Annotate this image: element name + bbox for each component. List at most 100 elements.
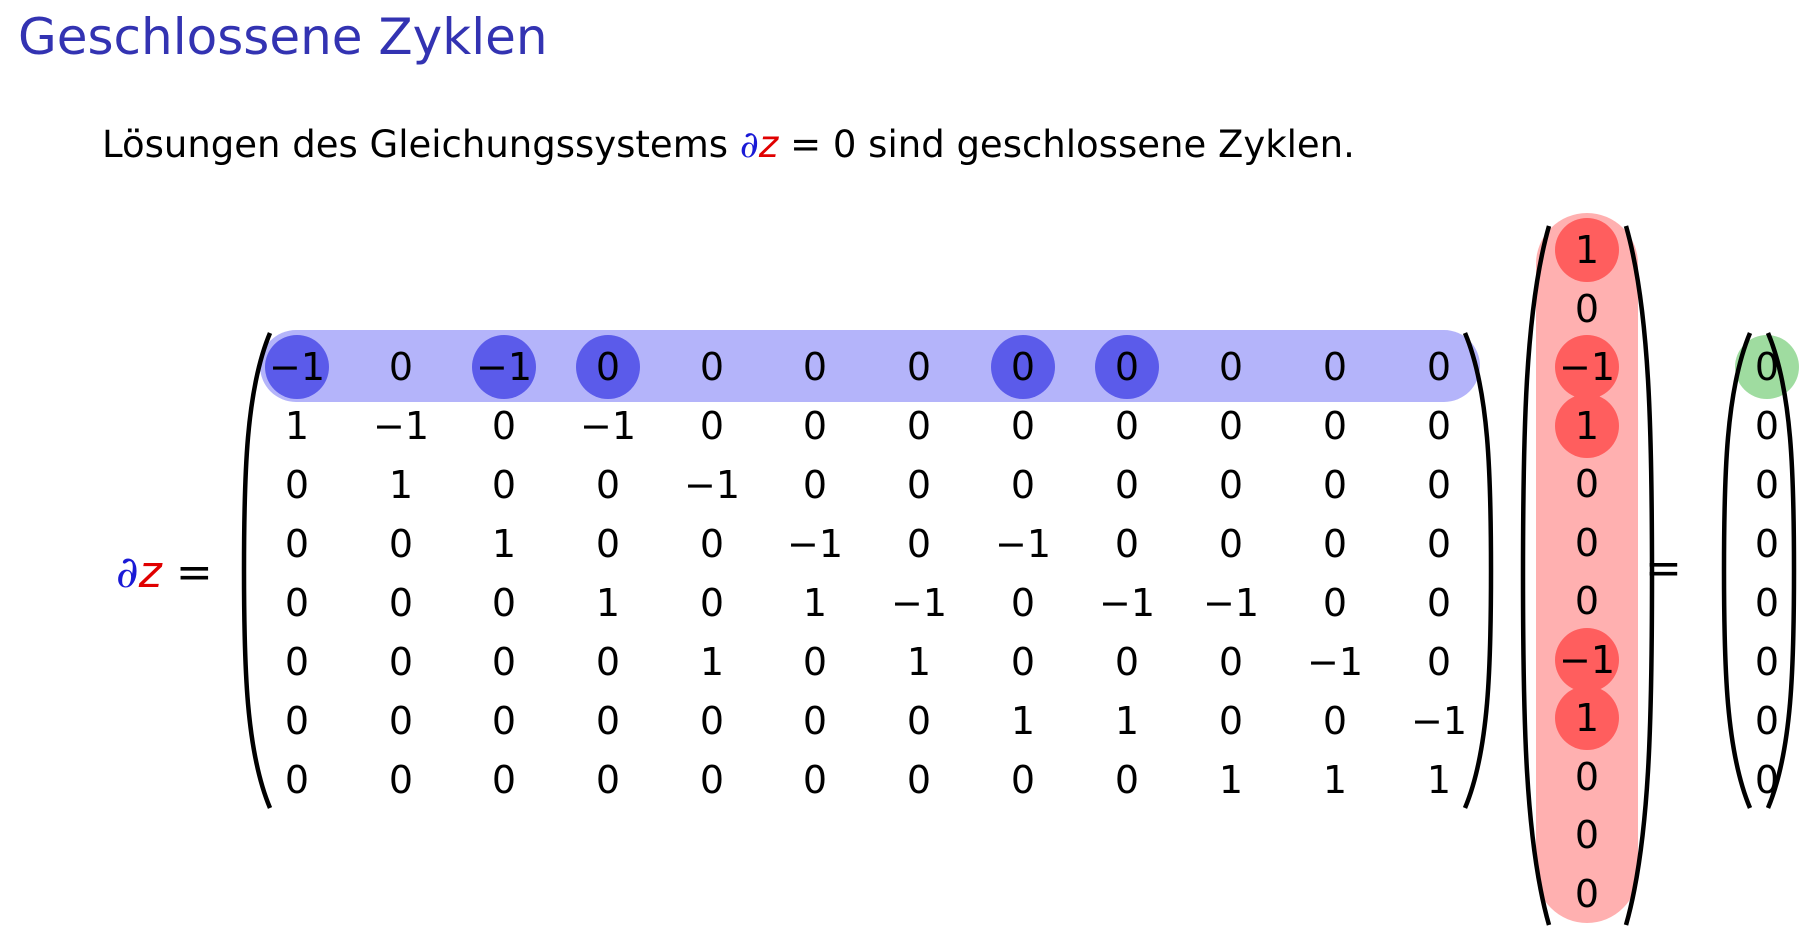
matrix-cell: 0 <box>1114 522 1140 566</box>
matrix-cell: 0 <box>1114 640 1140 684</box>
matrix-cell: 0 <box>699 522 725 566</box>
vector-right-paren <box>1623 225 1655 926</box>
matrix-cell: 0 <box>1010 640 1036 684</box>
matrix-cell: −1 <box>1410 699 1468 743</box>
matrix-cell: 0 <box>906 404 932 448</box>
matrix-cell: −1 <box>475 345 533 389</box>
matrix-cell: −1 <box>994 522 1052 566</box>
matrix-cell: 0 <box>1322 404 1348 448</box>
matrix-cell: 0 <box>1426 345 1452 389</box>
matrix-cell: 0 <box>1010 463 1036 507</box>
matrix-cell: 0 <box>284 758 310 802</box>
vector-entry-circle <box>1555 393 1619 458</box>
vector-entry: −1 <box>1558 345 1616 389</box>
matrix-cell: −1 <box>890 581 948 625</box>
vector-entry-circle <box>1555 686 1619 750</box>
matrix-cell-circle <box>265 335 329 399</box>
lhs-partial-symbol: ∂ <box>116 547 139 598</box>
matrix-cell: 0 <box>802 699 828 743</box>
matrix-cell: −1 <box>1098 581 1156 625</box>
result-entry: 0 <box>1754 699 1780 743</box>
vector-entry: 0 <box>1574 520 1600 565</box>
vector-entry: 0 <box>1574 579 1600 623</box>
matrix-cell: 1 <box>802 581 828 625</box>
matrix-cell: 0 <box>1010 758 1036 802</box>
matrix-cell: 0 <box>802 463 828 507</box>
matrix-right-paren <box>1462 332 1494 809</box>
result-left-paren <box>1721 332 1753 809</box>
vector-left-paren <box>1520 225 1552 926</box>
intro-equals-zero: = 0 <box>778 123 857 166</box>
matrix-cell: 0 <box>1322 522 1348 566</box>
matrix-cell: −1 <box>268 345 326 389</box>
matrix-cell: 0 <box>1010 404 1036 448</box>
intro-sentence: Lösungen des Gleichungssystems ∂z = 0 si… <box>102 120 1355 170</box>
matrix-cell: −1 <box>372 404 430 448</box>
result-entry: 0 <box>1754 522 1780 566</box>
matrix-cell: 1 <box>1218 758 1244 802</box>
vector-entry: 1 <box>1574 403 1600 448</box>
matrix-cell: 0 <box>1426 581 1452 625</box>
matrix-cell: 0 <box>388 581 414 625</box>
matrix-cell-circle <box>991 335 1055 399</box>
matrix-cell: 0 <box>1322 699 1348 743</box>
matrix-cell: 1 <box>699 640 725 684</box>
matrix-cell: 0 <box>1322 463 1348 507</box>
matrix-cell-circle <box>1095 335 1159 399</box>
lhs-z-symbol: z <box>138 547 162 598</box>
matrix-cell: 0 <box>1218 404 1244 448</box>
matrix-cell: 0 <box>491 581 517 625</box>
vector-column-highlight <box>1536 213 1638 923</box>
matrix-cell: 0 <box>1426 404 1452 448</box>
matrix-cell: 1 <box>388 463 414 507</box>
matrix-cell: 0 <box>802 758 828 802</box>
matrix-cell: 0 <box>1322 345 1348 389</box>
result-entry: 0 <box>1754 463 1780 507</box>
matrix-cell: 0 <box>491 463 517 507</box>
matrix-cell: 0 <box>699 758 725 802</box>
matrix-cell: 0 <box>906 345 932 389</box>
matrix-left-paren <box>241 332 273 809</box>
intro-text-end: sind geschlossene Zyklen. <box>856 123 1355 166</box>
matrix-cell: 0 <box>284 463 310 507</box>
result-entry: 0 <box>1754 640 1780 684</box>
matrix-cell: 0 <box>1218 699 1244 743</box>
matrix-cell: −1 <box>1306 640 1364 684</box>
matrix-cell: 0 <box>699 699 725 743</box>
matrix-cell: 0 <box>1426 522 1452 566</box>
intro-partial-symbol: ∂ <box>739 123 759 166</box>
matrix-cell: 0 <box>1218 463 1244 507</box>
matrix-cell: −1 <box>1202 581 1260 625</box>
matrix-cell: 0 <box>595 345 621 389</box>
matrix-cell: 0 <box>491 640 517 684</box>
matrix-cell: 1 <box>1322 758 1348 802</box>
matrix-cell: 0 <box>1114 758 1140 802</box>
vector-entry: 1 <box>1574 228 1600 272</box>
equation-lhs: ∂z = <box>116 546 213 600</box>
matrix-cell: −1 <box>579 404 637 448</box>
result-right-paren <box>1765 332 1797 809</box>
matrix-cell: 1 <box>906 640 932 684</box>
matrix-cell: 0 <box>1322 581 1348 625</box>
vector-entry: 0 <box>1574 871 1600 916</box>
matrix-cell: 1 <box>1426 758 1452 802</box>
matrix-cell: 1 <box>1114 699 1140 743</box>
matrix-cell: 0 <box>906 758 932 802</box>
matrix-cell: 0 <box>284 699 310 743</box>
matrix-cell: 0 <box>1218 345 1244 389</box>
intro-z-symbol: z <box>758 123 779 166</box>
matrix-cell: 0 <box>1426 640 1452 684</box>
matrix-cell: 0 <box>1426 463 1452 507</box>
matrix-cell: 0 <box>595 463 621 507</box>
matrix-cell: 1 <box>595 581 621 625</box>
lhs-equals-sign: = <box>161 547 213 598</box>
result-entry: 0 <box>1754 581 1780 625</box>
matrix-cell: 0 <box>284 581 310 625</box>
matrix-cell-circle <box>472 335 536 399</box>
slide-title: Geschlossene Zyklen <box>18 8 548 66</box>
vector-entry: −1 <box>1558 637 1616 682</box>
vector-entry: 0 <box>1574 813 1600 857</box>
matrix-cell: 0 <box>284 640 310 684</box>
vector-entry: 1 <box>1574 696 1600 740</box>
vector-entry-circle <box>1555 218 1619 282</box>
